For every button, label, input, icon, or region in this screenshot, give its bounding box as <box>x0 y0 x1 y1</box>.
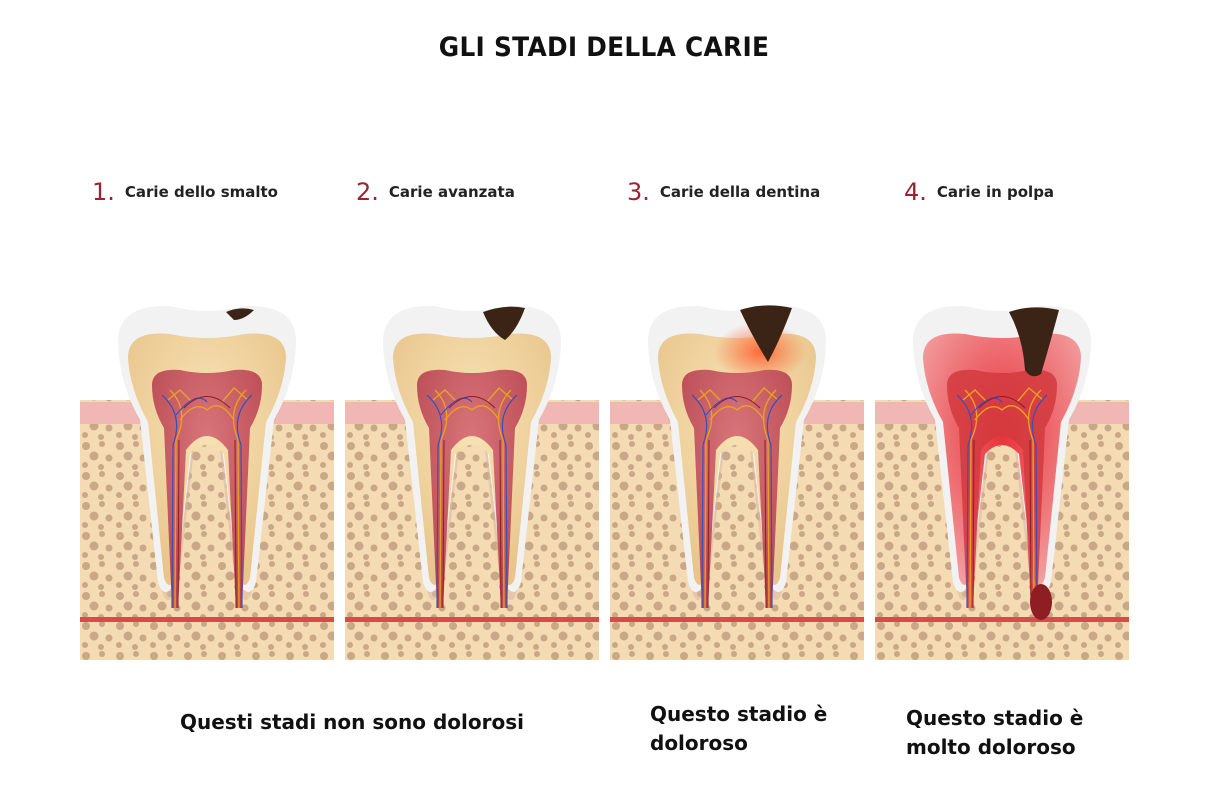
stage-number: 3. <box>627 178 650 206</box>
arteries <box>177 396 237 609</box>
nerves <box>432 387 514 609</box>
blood-vessel-line <box>80 617 334 622</box>
tooth-illustration <box>610 305 864 660</box>
caption-line: molto doloroso <box>906 735 1076 759</box>
tooth-illustration <box>80 305 334 660</box>
tooth-panel-4 <box>875 290 1129 660</box>
stage-label-1: 1. Carie dello smalto <box>92 176 278 208</box>
stage-number: 4. <box>904 178 927 206</box>
veins <box>691 394 783 609</box>
tooth-panel-2 <box>345 290 599 660</box>
decay-spot <box>226 308 254 320</box>
nerves <box>697 387 779 609</box>
caption-line: Questo stadio è <box>906 706 1084 730</box>
decay-cavity <box>483 306 525 340</box>
blood-vessel-line <box>875 617 1129 622</box>
caption-line: doloroso <box>650 731 748 755</box>
arteries <box>442 396 502 609</box>
stage-label-4: 4. Carie in polpa <box>904 176 1054 208</box>
caption-painful: Questo stadio è doloroso <box>650 700 827 758</box>
caption-line: Questo stadio è <box>650 702 828 726</box>
arteries <box>972 396 1032 609</box>
stage-title: Carie dello smalto <box>124 183 278 201</box>
tooth-illustration <box>875 305 1129 660</box>
tooth-panel-1 <box>80 290 334 660</box>
decay-cavity <box>1009 307 1059 377</box>
stage-title: Carie della dentina <box>659 183 821 201</box>
stage-number: 1. <box>92 178 115 206</box>
tooth-illustration <box>345 305 599 660</box>
stage-label-3: 3. Carie della dentina <box>627 176 820 208</box>
tooth-panel-3 <box>610 290 864 660</box>
nerves <box>962 387 1044 609</box>
nerves <box>167 387 249 609</box>
caption-very-painful: Questo stadio è molto doloroso <box>906 704 1083 762</box>
page-title: GLI STADI DELLA CARIE <box>438 32 770 63</box>
dentin-inflammation <box>714 322 806 382</box>
caption-text: Questi stadi non sono dolorosi <box>180 710 524 734</box>
decay-cavity <box>740 305 792 362</box>
stage-title: Carie in polpa <box>936 183 1055 201</box>
abscess <box>1030 584 1052 620</box>
veins <box>956 394 1048 609</box>
blood-vessel-line <box>345 617 599 622</box>
stage-label-2: 2. Carie avanzata <box>356 176 515 208</box>
blood-vessel-line <box>610 617 864 622</box>
stage-title: Carie avanzata <box>388 183 515 201</box>
arteries <box>707 396 767 609</box>
veins <box>161 394 253 609</box>
veins <box>426 394 518 609</box>
stage-number: 2. <box>356 178 379 206</box>
caption-painless: Questi stadi non sono dolorosi <box>180 708 524 737</box>
